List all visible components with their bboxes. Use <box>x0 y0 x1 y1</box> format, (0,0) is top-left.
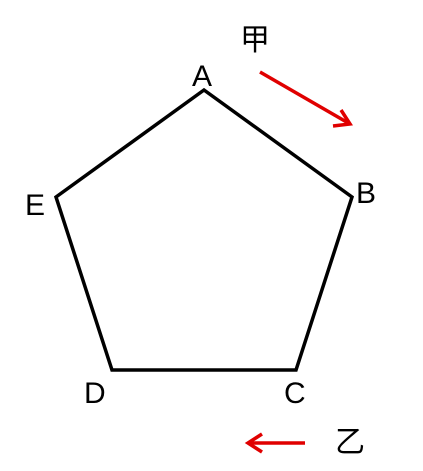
walker-jia-arrow <box>259 70 351 126</box>
vertex-label-a: A <box>192 60 212 93</box>
walker-yi-arrowhead <box>244 432 263 454</box>
pentagon-outline <box>53 87 355 372</box>
vertex-label-e: E <box>25 189 45 222</box>
walker-jia-label: 甲 <box>240 23 270 58</box>
vertex-label-b: B <box>356 177 376 210</box>
vertex-label-d: D <box>84 377 106 410</box>
vertex-label-c: C <box>284 377 306 410</box>
walker-yi-label: 乙 <box>335 425 365 460</box>
walker-jia-arrowhead <box>332 109 353 128</box>
